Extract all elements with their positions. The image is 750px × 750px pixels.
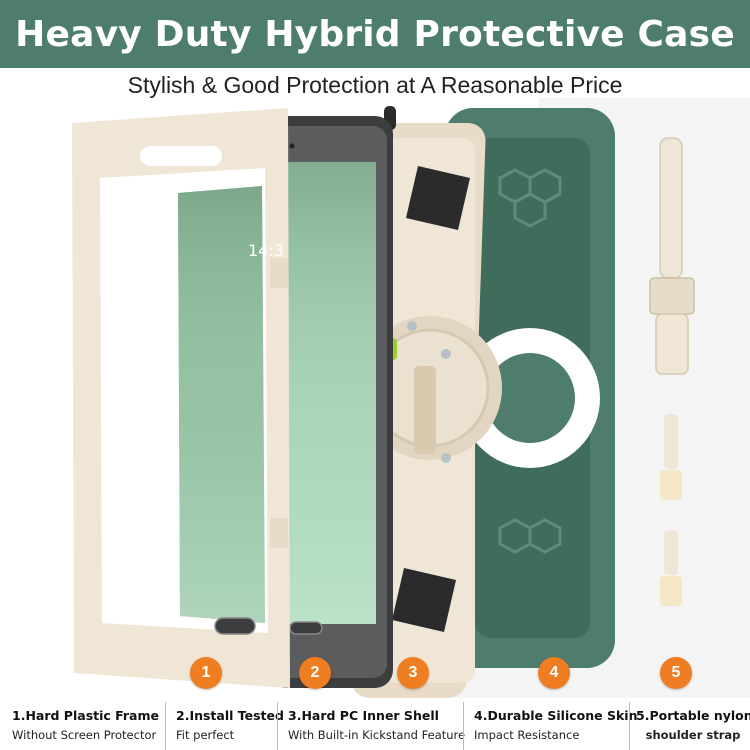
product-illustration: 14:3 <box>0 98 750 698</box>
feature-4: 4.Durable Silicone Skin Impact Resistanc… <box>463 702 638 750</box>
tablet <box>268 116 393 688</box>
subtitle: Stylish & Good Protection at A Reasonabl… <box>127 72 623 98</box>
exploded-case-diagram: 14:3 <box>72 98 750 698</box>
feature-desc: Fit perfect <box>176 728 235 742</box>
feature-title: 1.Hard Plastic Frame <box>12 708 159 723</box>
feature-title: 2.Install Tested <box>176 708 284 723</box>
feature-3: 3.Hard PC Inner Shell With Built-in Kick… <box>277 702 466 750</box>
feature-5: 5.Portable nylon shoulder strap <box>629 702 750 750</box>
feature-2: 2.Install Tested Fit perfect <box>165 702 284 750</box>
badge-5: 5 <box>660 657 692 689</box>
shoulder-strap <box>649 137 695 606</box>
feature-1: 1.Hard Plastic Frame Without Screen Prot… <box>0 702 165 750</box>
feature-list: 1.Hard Plastic Frame Without Screen Prot… <box>0 702 750 750</box>
badge-1: 1 <box>190 657 222 689</box>
plastic-frame: 14:3 <box>72 108 290 688</box>
title-banner: Heavy Duty Hybrid Protective Case <box>0 0 750 68</box>
feature-title: 5.Portable nylon <box>636 708 750 723</box>
feature-title: 4.Durable Silicone Skin <box>474 708 638 723</box>
badge-2: 2 <box>299 657 331 689</box>
feature-title: 3.Hard PC Inner Shell <box>288 708 439 723</box>
feature-desc: Impact Resistance <box>474 728 580 742</box>
badge-4: 4 <box>538 657 570 689</box>
banner-title: Heavy Duty Hybrid Protective Case <box>15 13 735 55</box>
feature-desc: With Built-in Kickstand Feature <box>288 728 466 742</box>
feature-desc: Without Screen Protector <box>12 728 157 742</box>
screen-clock: 14:3 <box>248 241 284 260</box>
feature-desc: shoulder strap <box>645 728 741 742</box>
badge-3: 3 <box>397 657 429 689</box>
